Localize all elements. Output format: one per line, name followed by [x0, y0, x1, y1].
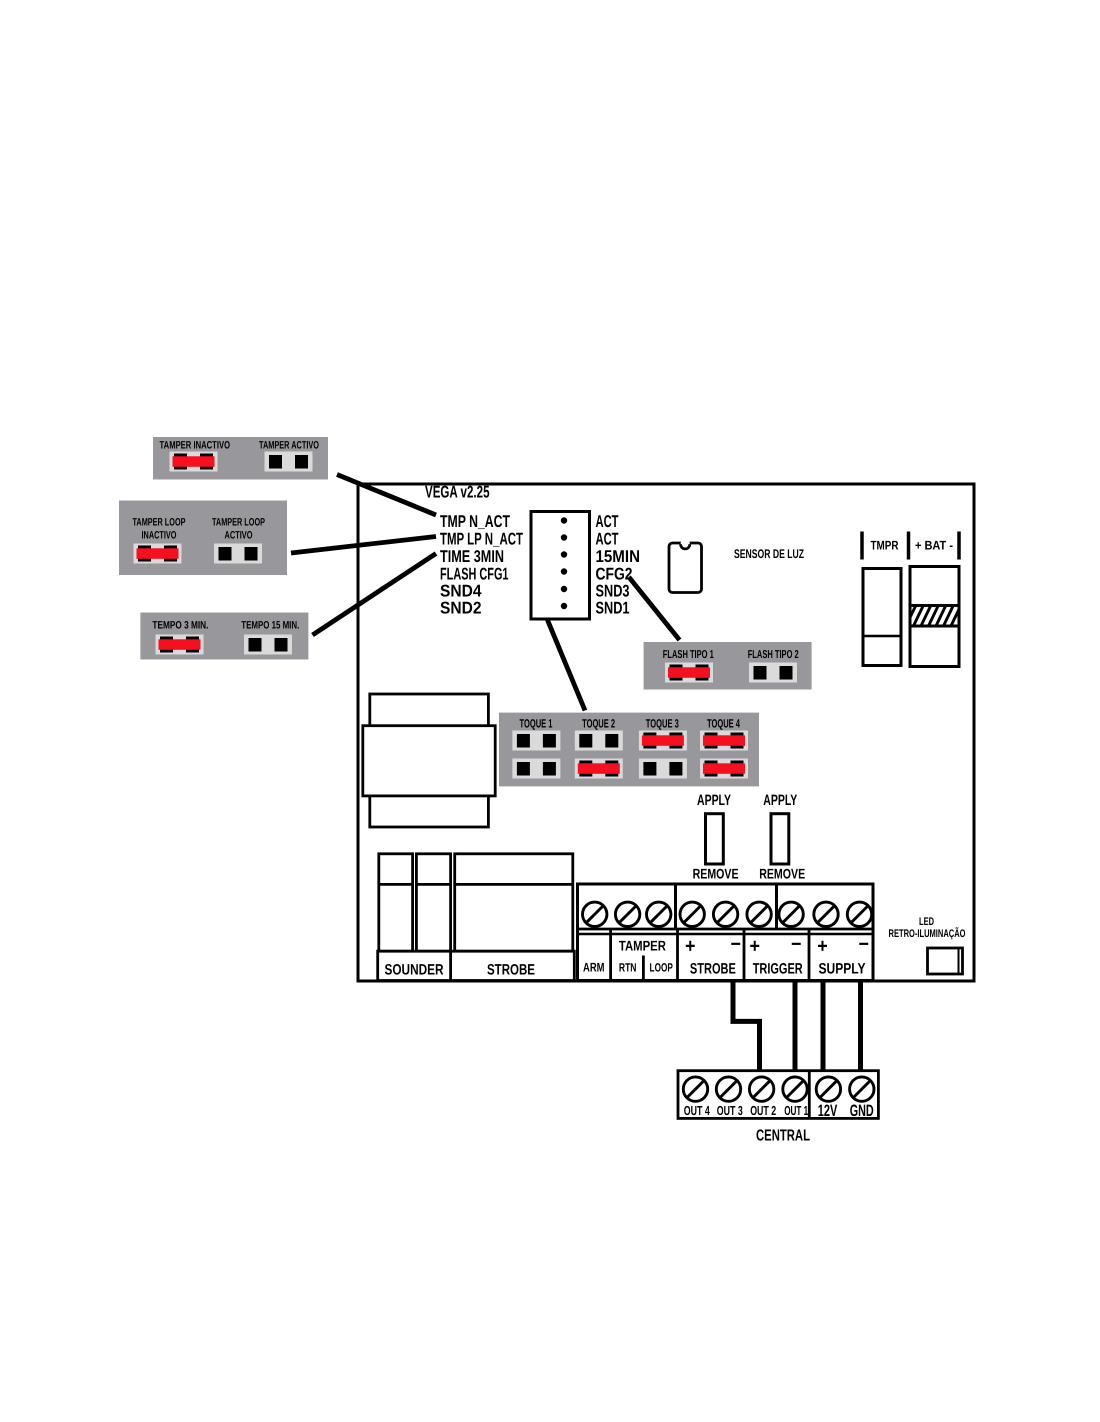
- svg-text:TAMPER LOOP: TAMPER LOOP: [212, 517, 265, 529]
- svg-text:SND3: SND3: [596, 582, 630, 601]
- svg-text:OUT 1: OUT 1: [784, 1103, 808, 1118]
- svg-text:FLASH CFG1: FLASH CFG1: [440, 565, 509, 584]
- svg-text:OUT 2: OUT 2: [750, 1103, 776, 1118]
- svg-text:TMPR: TMPR: [871, 539, 899, 553]
- svg-text:ACTIVO: ACTIVO: [225, 530, 253, 542]
- svg-text:REMOVE: REMOVE: [693, 866, 739, 882]
- svg-text:APPLY: APPLY: [697, 792, 731, 809]
- svg-text:SOUNDER: SOUNDER: [385, 962, 444, 979]
- svg-text:INACTIVO: INACTIVO: [142, 530, 177, 542]
- svg-text:CENTRAL: CENTRAL: [756, 1128, 810, 1145]
- svg-text:SND1: SND1: [596, 599, 630, 618]
- svg-text:RETRO-ILUMINAÇÃO: RETRO-ILUMINAÇÃO: [889, 927, 966, 940]
- svg-text:ARM: ARM: [583, 961, 605, 975]
- svg-text:−: −: [859, 934, 870, 956]
- svg-text:LOOP: LOOP: [650, 961, 673, 975]
- svg-text:TAMPER ACTIVO: TAMPER ACTIVO: [259, 439, 319, 451]
- svg-text:+: +: [685, 936, 696, 958]
- svg-text:FLASH TIPO 1: FLASH TIPO 1: [663, 649, 714, 661]
- svg-text:ACT: ACT: [596, 512, 619, 531]
- svg-text:+ BAT -: + BAT -: [915, 539, 953, 553]
- svg-text:−: −: [731, 934, 742, 956]
- svg-text:STROBE: STROBE: [690, 961, 736, 978]
- svg-text:REMOVE: REMOVE: [759, 866, 805, 882]
- svg-text:SND2: SND2: [440, 599, 482, 618]
- svg-text:TRIGGER: TRIGGER: [753, 961, 803, 978]
- svg-text:VEGA v2.25: VEGA v2.25: [425, 483, 490, 502]
- svg-text:TEMPO 15 MIN.: TEMPO 15 MIN.: [241, 620, 299, 632]
- svg-text:FLASH TIPO 2: FLASH TIPO 2: [748, 649, 799, 661]
- svg-text:TAMPER INACTIVO: TAMPER INACTIVO: [160, 439, 231, 451]
- svg-text:TOQUE 1: TOQUE 1: [520, 717, 553, 731]
- svg-text:TAMPER LOOP: TAMPER LOOP: [133, 517, 186, 529]
- svg-text:TOQUE 2: TOQUE 2: [582, 717, 615, 731]
- svg-text:APPLY: APPLY: [763, 792, 797, 809]
- svg-text:TEMPO 3 MIN.: TEMPO 3 MIN.: [152, 620, 208, 632]
- svg-text:OUT 3: OUT 3: [717, 1103, 743, 1118]
- svg-text:TIME 3MIN: TIME 3MIN: [440, 547, 504, 566]
- svg-text:TAMPER: TAMPER: [619, 938, 666, 954]
- svg-text:+: +: [817, 936, 828, 958]
- svg-text:LED: LED: [919, 916, 934, 928]
- svg-text:GND: GND: [850, 1102, 874, 1120]
- svg-text:−: −: [791, 934, 802, 956]
- svg-text:SENSOR DE LUZ: SENSOR DE LUZ: [734, 547, 804, 561]
- svg-text:RTN: RTN: [619, 961, 637, 975]
- svg-text:TOQUE 3: TOQUE 3: [646, 717, 679, 731]
- svg-text:STROBE: STROBE: [487, 962, 535, 979]
- svg-text:15MIN: 15MIN: [596, 547, 641, 566]
- svg-text:TOQUE 4: TOQUE 4: [707, 717, 740, 731]
- svg-text:SUPPLY: SUPPLY: [819, 961, 866, 978]
- svg-text:CFG2: CFG2: [596, 565, 633, 584]
- svg-text:TMP N_ACT: TMP N_ACT: [440, 512, 510, 531]
- svg-text:+: +: [749, 936, 760, 958]
- svg-text:TMP LP N_ACT: TMP LP N_ACT: [440, 530, 523, 549]
- svg-text:SND4: SND4: [440, 582, 482, 601]
- svg-text:12V: 12V: [818, 1102, 838, 1120]
- svg-text:ACT: ACT: [596, 530, 619, 549]
- svg-text:OUT 4: OUT 4: [684, 1103, 711, 1118]
